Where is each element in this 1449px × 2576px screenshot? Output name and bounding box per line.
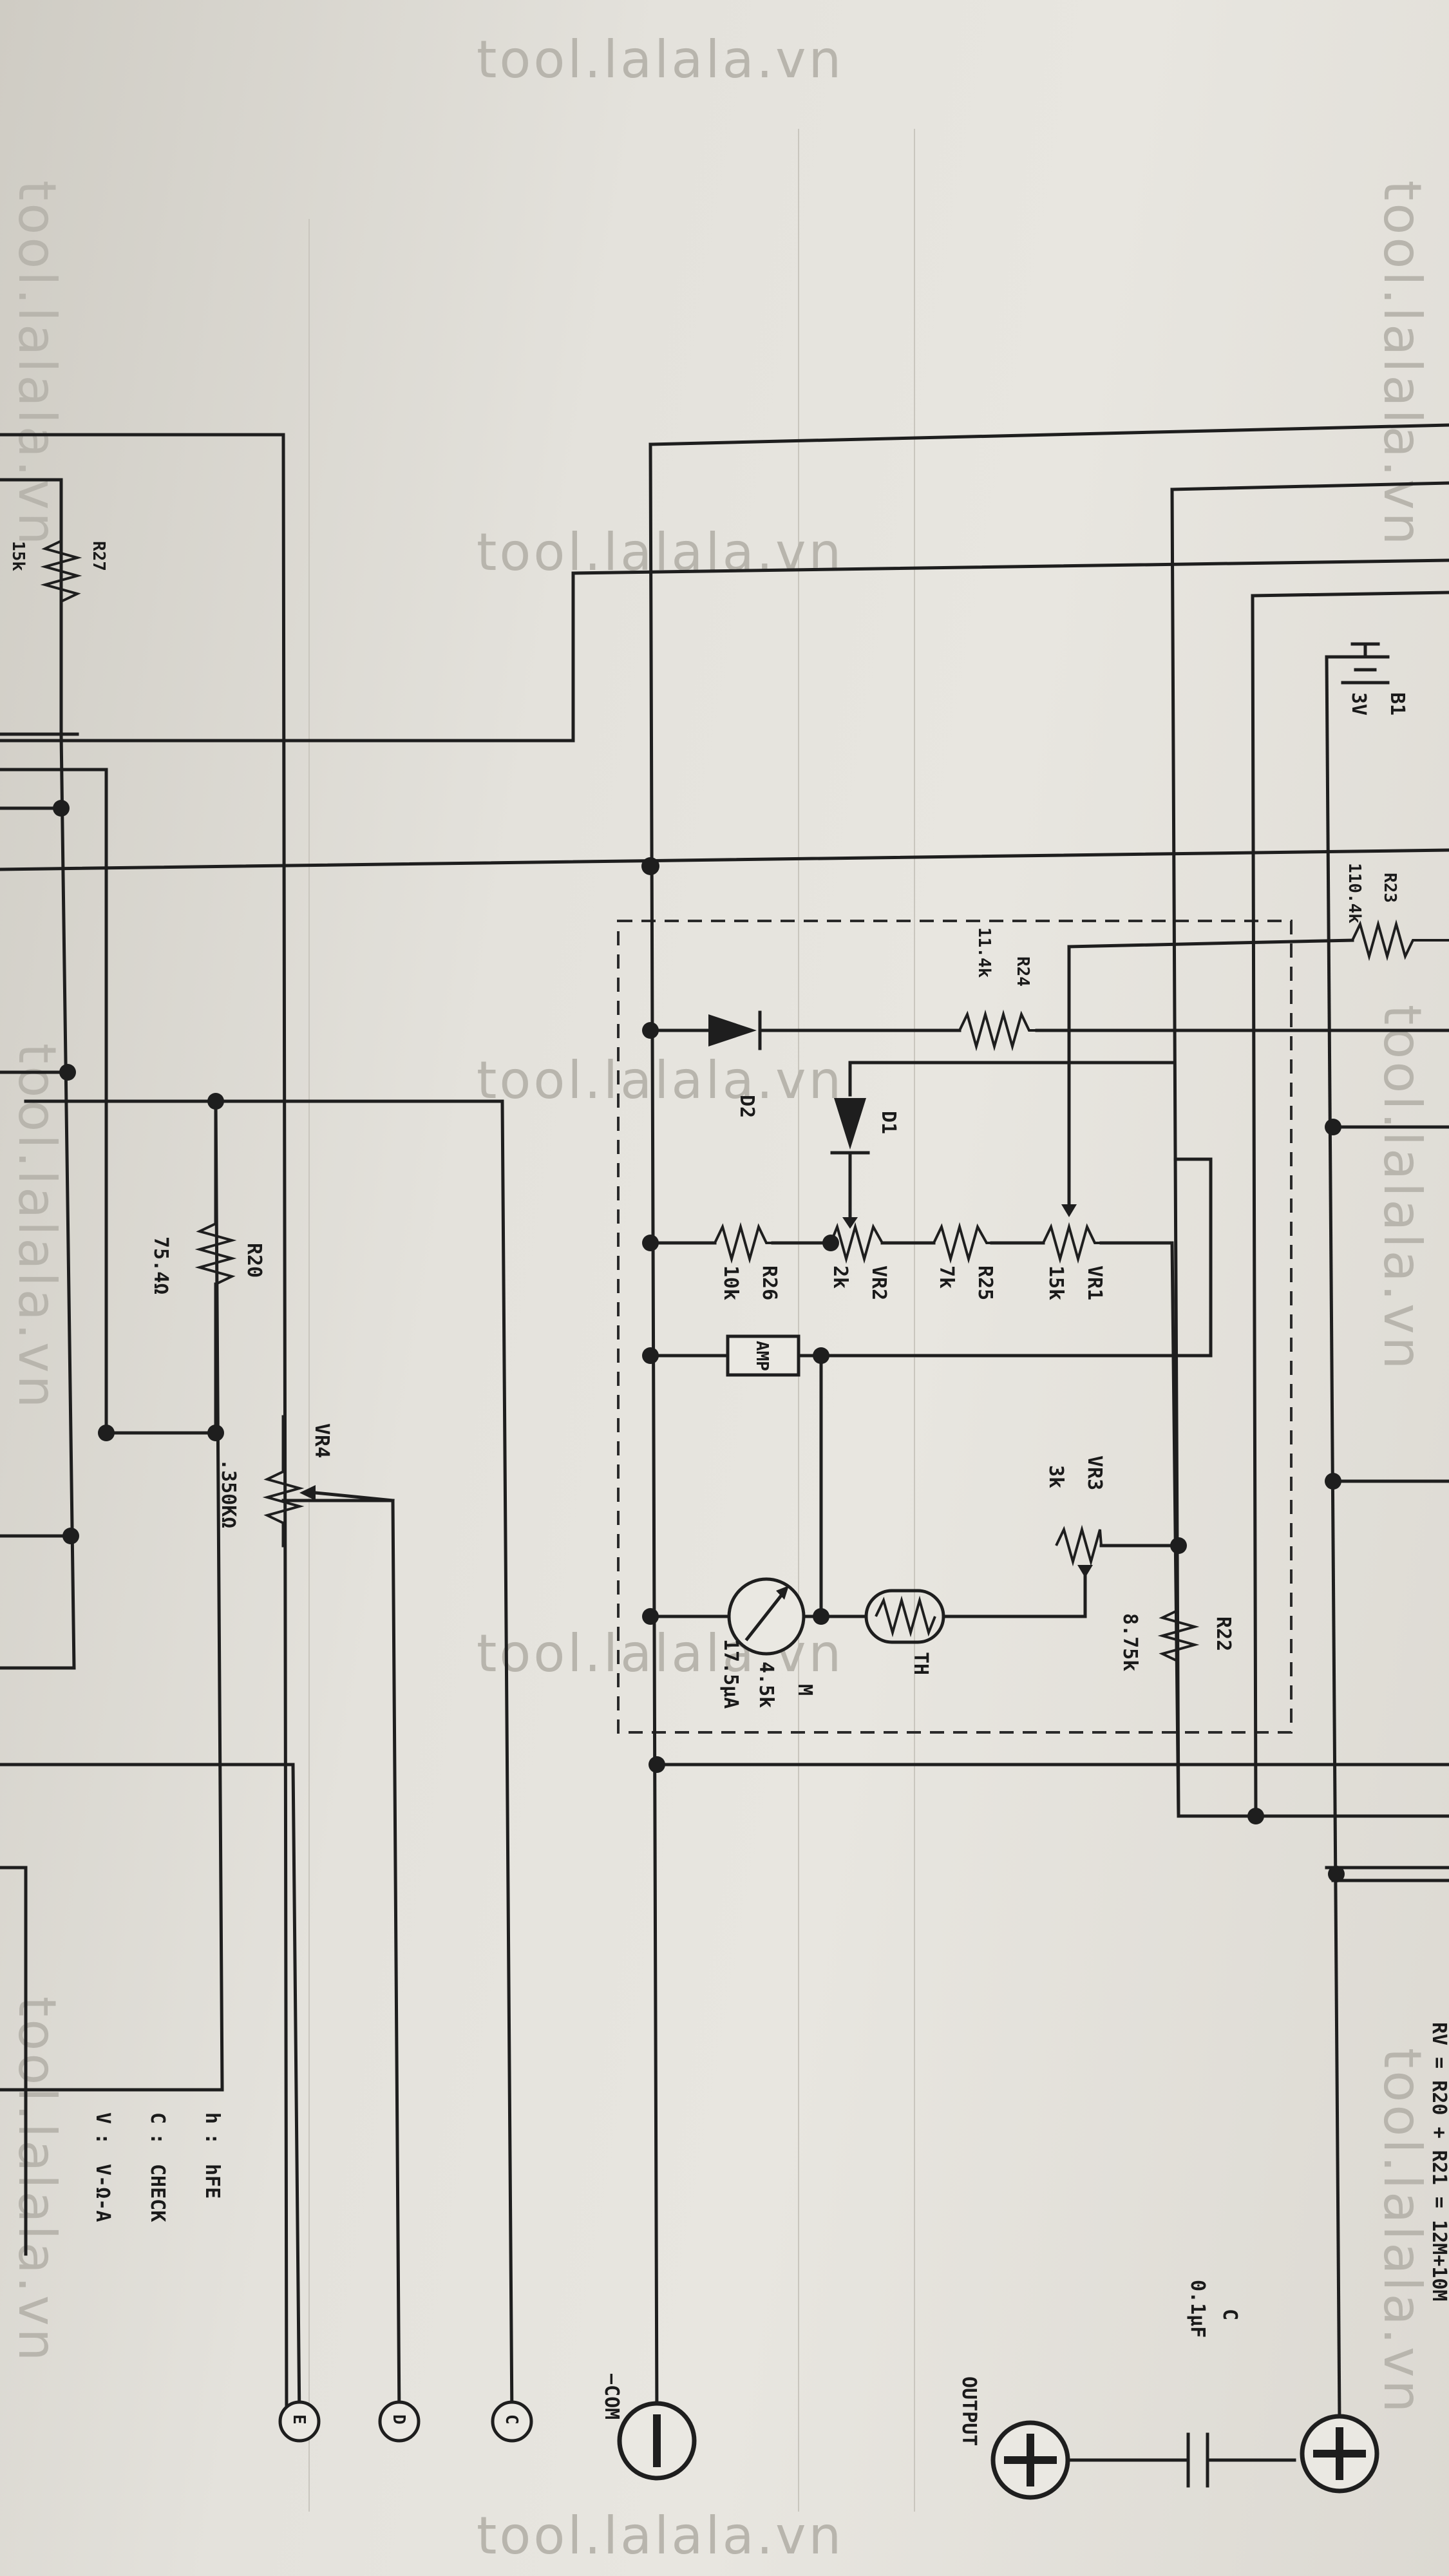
terminal-plus-right[interactable] bbox=[1300, 2414, 1379, 2494]
watermark-right-3: tool.lalala.vn bbox=[1372, 2048, 1432, 2415]
watermark-right-2: tool.lalala.vn bbox=[1372, 1005, 1432, 1372]
potentiometer-vr2: VR2 2k bbox=[829, 1202, 890, 1300]
amp-block: AMP bbox=[726, 1334, 800, 1377]
svg-text:E: E bbox=[289, 2414, 308, 2425]
background-grid bbox=[308, 129, 915, 2512]
watermark-right-1: tool.lalala.vn bbox=[1372, 180, 1432, 547]
svg-text:B1: B1 bbox=[1386, 692, 1408, 715]
capacitor-c: C 0.1μF bbox=[1186, 2280, 1241, 2488]
diode-d2: D2 bbox=[708, 1010, 762, 1118]
terminal-d[interactable]: D bbox=[378, 2400, 421, 2443]
svg-text:hFE: hFE bbox=[201, 2164, 223, 2199]
svg-text:R25: R25 bbox=[974, 1265, 996, 1300]
svg-text:OUTPUT: OUTPUT bbox=[958, 2376, 980, 2446]
svg-text:h: h bbox=[201, 2112, 223, 2124]
svg-text:.350KΩ: .350KΩ bbox=[217, 1459, 240, 1528]
svg-text:VR2: VR2 bbox=[867, 1265, 890, 1300]
svg-text::: : bbox=[201, 2133, 223, 2145]
svg-text:C: C bbox=[146, 2112, 169, 2124]
module-boundary bbox=[617, 920, 1293, 1734]
svg-text:C: C bbox=[1218, 2309, 1241, 2320]
svg-text:8.75k: 8.75k bbox=[1119, 1613, 1141, 1671]
svg-text:15k: 15k bbox=[8, 541, 28, 571]
svg-text:R26: R26 bbox=[758, 1265, 781, 1300]
battery-b1: B1 3V bbox=[1341, 642, 1408, 715]
svg-text:VR1: VR1 bbox=[1083, 1265, 1106, 1300]
svg-text:V-Ω-A: V-Ω-A bbox=[91, 2164, 114, 2222]
svg-text:R27: R27 bbox=[89, 541, 108, 571]
svg-text:CHECK: CHECK bbox=[146, 2164, 169, 2222]
watermark-mid-2: tool.lalala.vn bbox=[477, 1050, 844, 1110]
thermistor-th: TH bbox=[864, 1589, 945, 1675]
watermark-left-3: tool.lalala.vn bbox=[7, 1996, 67, 2363]
terminal-minus-com[interactable]: −COM bbox=[600, 2373, 697, 2481]
svg-text:R23: R23 bbox=[1380, 873, 1399, 903]
resistor-r20: R20 75.4Ω bbox=[149, 1099, 265, 1435]
terminal-c[interactable]: C bbox=[491, 2400, 533, 2443]
svg-text:7k: 7k bbox=[935, 1265, 958, 1289]
resistor-r27: R27 15k bbox=[8, 540, 108, 603]
svg-text:D1: D1 bbox=[877, 1111, 900, 1134]
svg-text:AMP: AMP bbox=[752, 1341, 772, 1371]
svg-text:M: M bbox=[793, 1684, 816, 1696]
resistor-r22: R22 8.75k bbox=[1119, 1609, 1235, 1671]
svg-text:−COM: −COM bbox=[600, 2373, 623, 2420]
svg-text:R24: R24 bbox=[1013, 956, 1032, 987]
svg-text:10k: 10k bbox=[719, 1265, 742, 1300]
svg-text:D: D bbox=[389, 2414, 408, 2425]
svg-text:75.4Ω: 75.4Ω bbox=[149, 1236, 172, 1294]
resistor-r26: R26 10k bbox=[714, 1222, 781, 1300]
resistor-r24: R24 11.4k bbox=[958, 927, 1037, 1052]
terminal-plus-output[interactable]: OUTPUT bbox=[958, 2376, 1070, 2500]
junctions bbox=[53, 800, 1345, 1882]
svg-text::: : bbox=[146, 2133, 169, 2145]
svg-text:V: V bbox=[91, 2112, 114, 2124]
wires bbox=[0, 423, 1449, 2462]
svg-text:11.4k: 11.4k bbox=[974, 927, 994, 978]
watermark-bottom: tool.lalala.vn bbox=[477, 2506, 844, 2566]
svg-text:110.4k: 110.4k bbox=[1345, 863, 1364, 923]
svg-text:R20: R20 bbox=[243, 1243, 265, 1278]
mode-legend: h : hFE C : CHECK V : V-Ω-A bbox=[91, 2112, 223, 2222]
meter-m: M 4.5k 17.5μA bbox=[719, 1577, 816, 1709]
diode-d1: D1 bbox=[830, 1098, 900, 1155]
svg-text:3V: 3V bbox=[1347, 692, 1370, 715]
potentiometer-vr1: VR1 15k bbox=[1042, 1204, 1106, 1300]
watermark-top: tool.lalala.vn bbox=[477, 30, 844, 90]
resistor-r25: R25 7k bbox=[933, 1222, 996, 1300]
svg-text:2k: 2k bbox=[829, 1265, 851, 1289]
svg-text:VR4: VR4 bbox=[310, 1423, 333, 1458]
svg-text:17.5μA: 17.5μA bbox=[719, 1639, 742, 1709]
svg-text:0.1μF: 0.1μF bbox=[1186, 2280, 1209, 2338]
svg-text::: : bbox=[91, 2133, 114, 2145]
watermarks: tool.lalala.vn tool.lalala.vn tool.lalal… bbox=[7, 30, 1432, 2566]
watermark-left-2: tool.lalala.vn bbox=[7, 1043, 67, 1410]
svg-text:D2: D2 bbox=[735, 1095, 758, 1118]
watermark-left-1: tool.lalala.vn bbox=[7, 180, 67, 547]
potentiometer-vr4: VR4 .350KΩ bbox=[217, 1415, 395, 1548]
svg-text:VR3: VR3 bbox=[1083, 1455, 1106, 1490]
svg-text:15k: 15k bbox=[1045, 1265, 1067, 1300]
svg-text:3k: 3k bbox=[1045, 1465, 1067, 1488]
resistor-r23: R23 110.4k bbox=[1345, 863, 1449, 961]
svg-text:R22: R22 bbox=[1212, 1616, 1235, 1651]
svg-text:C: C bbox=[502, 2414, 521, 2425]
svg-text:TH: TH bbox=[909, 1652, 932, 1675]
rv-equation: RV = R20 + R21 = 12M+10M bbox=[1428, 2022, 1449, 2301]
terminal-e[interactable]: E bbox=[278, 2400, 321, 2443]
potentiometer-vr3: VR3 3k bbox=[1045, 1455, 1106, 1578]
svg-text:4.5k: 4.5k bbox=[755, 1662, 777, 1708]
